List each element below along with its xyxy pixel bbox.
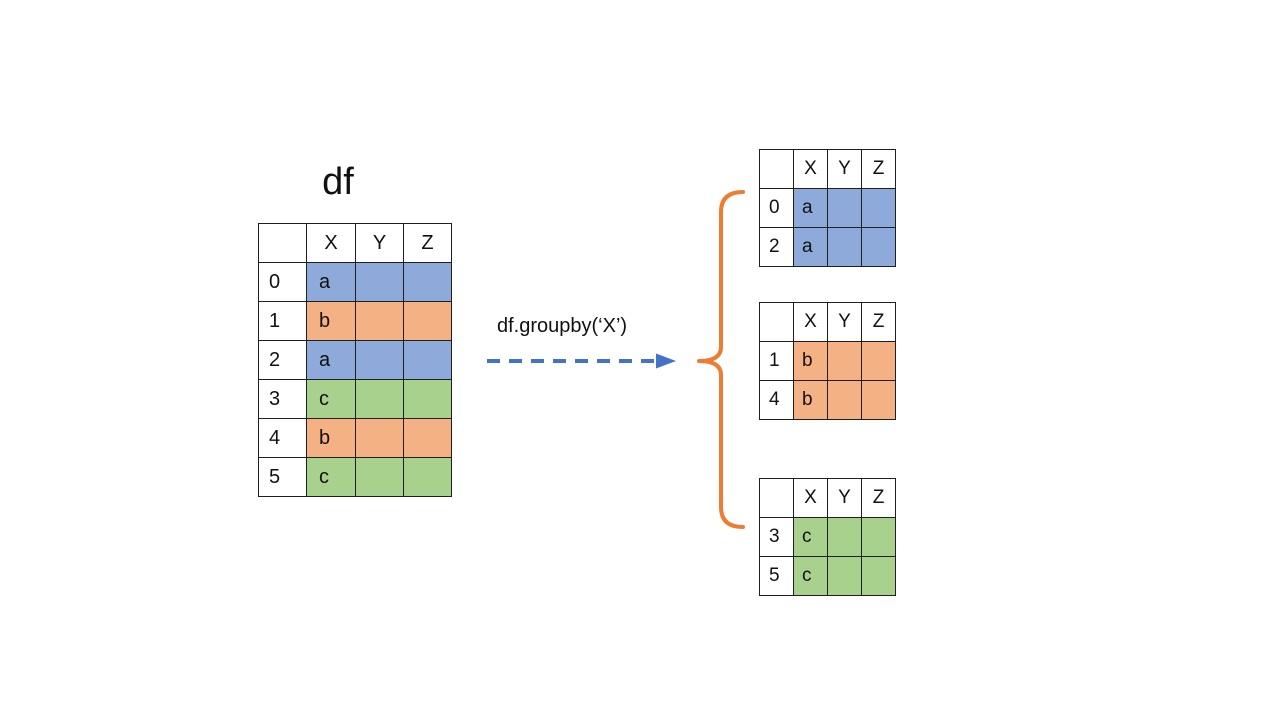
col-header-y: Y (827, 302, 862, 342)
corner-cell (759, 302, 794, 342)
cell-z (403, 418, 452, 458)
corner-cell (759, 478, 794, 518)
table-row: 3 c (759, 517, 896, 557)
group-b-table: X Y Z 1 b 4 b (759, 302, 896, 420)
row-index: 1 (759, 341, 794, 381)
cell-x: b (793, 341, 828, 381)
cell-y (355, 340, 404, 380)
row-index: 2 (759, 227, 794, 267)
cell-y (827, 380, 862, 420)
group-a-table: X Y Z 0 a 2 a (759, 149, 896, 267)
cell-y (827, 517, 862, 557)
cell-x: c (306, 379, 356, 419)
table-row: 3 c (258, 379, 452, 419)
table-row: 2 a (258, 340, 452, 380)
cell-x: a (306, 340, 356, 380)
cell-y (827, 188, 862, 228)
row-index: 3 (759, 517, 794, 557)
col-header-z: Z (403, 223, 452, 263)
col-header-z: Z (861, 478, 896, 518)
groupby-operation-label: df.groupby(‘X’) (497, 315, 628, 337)
col-header-x: X (793, 149, 828, 189)
header-row: X Y Z (759, 478, 896, 518)
col-header-x: X (793, 478, 828, 518)
corner-cell (759, 149, 794, 189)
cell-y (355, 262, 404, 302)
row-index: 5 (258, 457, 307, 497)
cell-x: a (793, 227, 828, 267)
col-header-x: X (306, 223, 356, 263)
cell-z (861, 227, 896, 267)
cell-y (827, 227, 862, 267)
cell-y (827, 341, 862, 381)
row-index: 0 (759, 188, 794, 228)
group-c-table: X Y Z 3 c 5 c (759, 478, 896, 596)
group-curly-brace (697, 190, 745, 529)
cell-z (403, 301, 452, 341)
cell-x: c (306, 457, 356, 497)
cell-x: c (793, 556, 828, 596)
cell-z (861, 380, 896, 420)
cell-z (861, 341, 896, 381)
cell-x: b (306, 418, 356, 458)
cell-x: b (306, 301, 356, 341)
table-row: 5 c (258, 457, 452, 497)
col-header-x: X (793, 302, 828, 342)
cell-x: b (793, 380, 828, 420)
corner-cell (258, 223, 307, 263)
col-header-y: Y (827, 149, 862, 189)
dataframe-title: df (322, 161, 354, 203)
row-index: 0 (258, 262, 307, 302)
main-dataframe-table: X Y Z 0 a 1 b 2 a 3 c 4 (258, 223, 452, 497)
cell-z (403, 379, 452, 419)
col-header-y: Y (827, 478, 862, 518)
cell-y (355, 301, 404, 341)
row-index: 4 (258, 418, 307, 458)
table-row: 0 a (759, 188, 896, 228)
col-header-z: Z (861, 149, 896, 189)
row-index: 2 (258, 340, 307, 380)
table-row: 2 a (759, 227, 896, 267)
cell-x: a (793, 188, 828, 228)
row-index: 1 (258, 301, 307, 341)
cell-z (861, 517, 896, 557)
table-row: 4 b (258, 418, 452, 458)
col-header-z: Z (861, 302, 896, 342)
cell-x: a (306, 262, 356, 302)
table-row: 1 b (759, 341, 896, 381)
cell-y (355, 379, 404, 419)
table-row: 4 b (759, 380, 896, 420)
cell-y (355, 457, 404, 497)
table-row: 5 c (759, 556, 896, 596)
row-index: 3 (258, 379, 307, 419)
cell-z (403, 457, 452, 497)
cell-z (403, 262, 452, 302)
cell-y (827, 556, 862, 596)
cell-z (861, 188, 896, 228)
header-row: X Y Z (759, 302, 896, 342)
table-row: 0 a (258, 262, 452, 302)
arrow-head (656, 353, 676, 369)
cell-x: c (793, 517, 828, 557)
table-row: 1 b (258, 301, 452, 341)
cell-z (403, 340, 452, 380)
cell-z (861, 556, 896, 596)
groupby-arrow (487, 353, 676, 369)
row-index: 4 (759, 380, 794, 420)
cell-y (355, 418, 404, 458)
header-row: X Y Z (258, 223, 452, 263)
col-header-y: Y (355, 223, 404, 263)
row-index: 5 (759, 556, 794, 596)
header-row: X Y Z (759, 149, 896, 189)
